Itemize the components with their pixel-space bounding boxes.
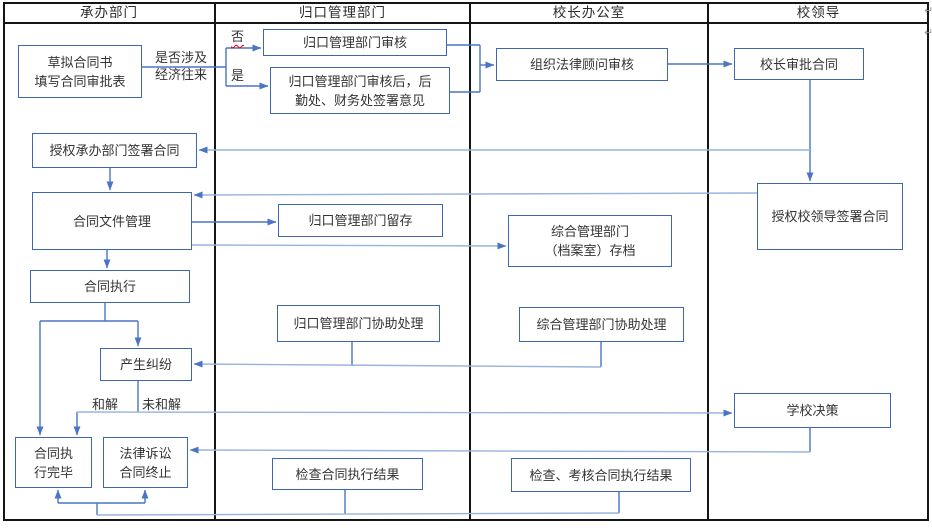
lane-header-undertaking-dept: 承办部门	[80, 5, 138, 20]
label-not-settled: 未和解	[142, 397, 182, 412]
node-dept-assist: 归口管理部门协助处理	[277, 305, 440, 342]
table-border-top	[3, 2, 929, 4]
lane-divider-2	[469, 2, 471, 521]
node-execution-complete: 合同执 行完毕	[15, 437, 92, 488]
label-economic-question: 是否涉及 经济往来	[154, 50, 207, 82]
return-mark-icon: ↵	[924, 27, 932, 39]
node-school-decision: 学校决策	[734, 393, 891, 428]
lane-header-president-office: 校长办公室	[552, 5, 626, 20]
node-contract-execution: 合同执行	[30, 270, 190, 303]
table-border-bottom	[3, 519, 929, 521]
node-check-execution: 检查合同执行结果	[272, 458, 423, 490]
node-legal-advisor-review: 组织法律顾问审核	[496, 48, 668, 81]
node-authorize-leader-sign: 授权校领导签署合同	[757, 183, 903, 250]
node-authorize-dept-sign: 授权承办部门签署合同	[32, 133, 197, 168]
label-no: 否	[231, 29, 245, 44]
node-dispute: 产生纠纷	[100, 348, 192, 381]
node-draft-contract: 草拟合同书 填写合同审批表	[18, 45, 142, 98]
table-border-right	[927, 2, 929, 521]
lane-divider-1	[214, 2, 216, 521]
node-general-assist: 综合管理部门协助处理	[519, 307, 684, 342]
node-president-approve: 校长审批合同	[734, 48, 864, 80]
node-check-assess-execution: 检查、考核合同执行结果	[511, 458, 691, 492]
node-dept-retain: 归口管理部门留存	[278, 204, 443, 237]
node-archive: 综合管理部门 （档案室）存档	[508, 215, 672, 267]
label-settled: 和解	[92, 397, 119, 412]
table-border-left	[3, 2, 5, 521]
node-lawsuit-termination: 法律诉讼 合同终止	[103, 437, 188, 488]
node-contract-doc-mgmt: 合同文件管理	[32, 192, 192, 250]
lane-header-centralized-mgmt-dept: 归口管理部门	[299, 5, 386, 20]
lane-header-school-leaders: 校领导	[796, 5, 841, 20]
header-divider	[3, 22, 929, 24]
label-yes: 是	[231, 68, 245, 83]
node-dept-review-and-sign: 归口管理部门审核后，后 勤处、财务处签署意见	[270, 67, 450, 114]
return-mark-icon: ↵	[924, 5, 932, 17]
lane-divider-3	[707, 2, 709, 521]
node-dept-review: 归口管理部门审核	[263, 29, 447, 56]
